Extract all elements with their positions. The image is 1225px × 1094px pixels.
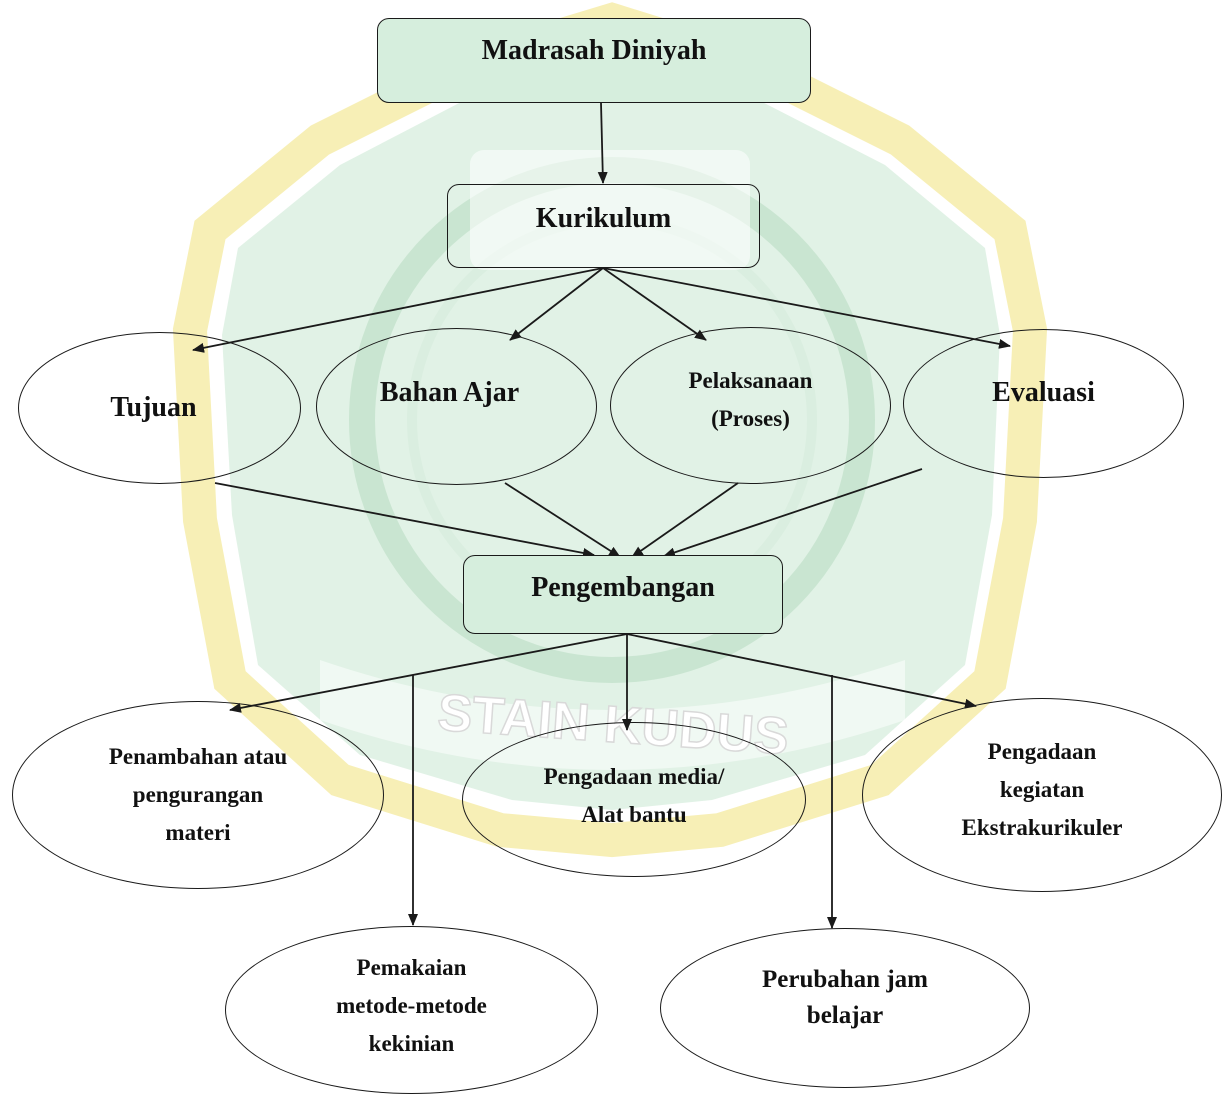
arrow-kurikulum-pelaksanaan (602, 267, 707, 341)
tujuan-label: Tujuan (110, 392, 197, 423)
pengembangan-label: Pengembangan (531, 571, 715, 603)
tujuan-ellipse: Tujuan (18, 332, 301, 484)
arrow-evaluasi-pengembangan (663, 468, 923, 558)
pengembangan-box: Pengembangan (463, 555, 783, 634)
madrasah-diniyah-label: Madrasah Diniyah (481, 34, 707, 66)
penambahan-label: Penambahan atau pengurangan materi (108, 744, 288, 845)
seal-banner (320, 660, 905, 770)
perubahan-label: Perubahan jam belajar (762, 966, 928, 1029)
arrow-madrasah-kurikulum (597, 102, 608, 184)
pengadaan-media-label: Pengadaan media/ Alat bantu (543, 763, 725, 827)
penambahan-ellipse: Penambahan atau pengurangan materi (12, 701, 384, 889)
seal-book (470, 150, 750, 270)
perubahan-ellipse: Perubahan jam belajar (660, 928, 1030, 1088)
evaluasi-ellipse: Evaluasi (903, 329, 1184, 478)
pelaksanaan-ellipse: Pelaksanaan (Proses) (610, 327, 891, 484)
seal-green-body (222, 50, 1000, 810)
evaluasi-label: Evaluasi (992, 376, 1095, 408)
pemakaian-ellipse: Pemakaian metode-metode kekinian (225, 926, 598, 1094)
arrow-kurikulum-bahan (509, 267, 604, 341)
arrow-pengembangan-penambahan (229, 633, 628, 713)
arrow-pengembangan-kegiatan (626, 633, 977, 709)
arrow-pelaksanaan-pengembangan (631, 482, 739, 558)
kurikulum-label: Kurikulum (535, 203, 672, 234)
pemakaian-label: Pemakaian metode-metode kekinian (336, 955, 487, 1056)
pengadaan-kegiatan-ellipse: Pengadaan kegiatan Ekstrakurikuler (862, 698, 1222, 892)
kurikulum-box: Kurikulum (447, 184, 760, 268)
madrasah-diniyah-box: Madrasah Diniyah (377, 18, 811, 103)
arrow-bahan-pengembangan (504, 482, 621, 558)
bahan-ajar-label: Bahan Ajar (379, 376, 520, 408)
pengadaan-kegiatan-label: Pengadaan kegiatan Ekstrakurikuler (961, 739, 1123, 840)
arrow-kurikulum-evaluasi (602, 267, 1011, 349)
pengadaan-media-ellipse: Pengadaan media/ Alat bantu (462, 722, 806, 877)
bahan-ajar-ellipse: Bahan Ajar (316, 328, 597, 485)
arrow-kurikulum-tujuan (192, 267, 604, 353)
pelaksanaan-label: Pelaksanaan (Proses) (688, 367, 813, 431)
arrow-tujuan-pengembangan (214, 482, 595, 558)
